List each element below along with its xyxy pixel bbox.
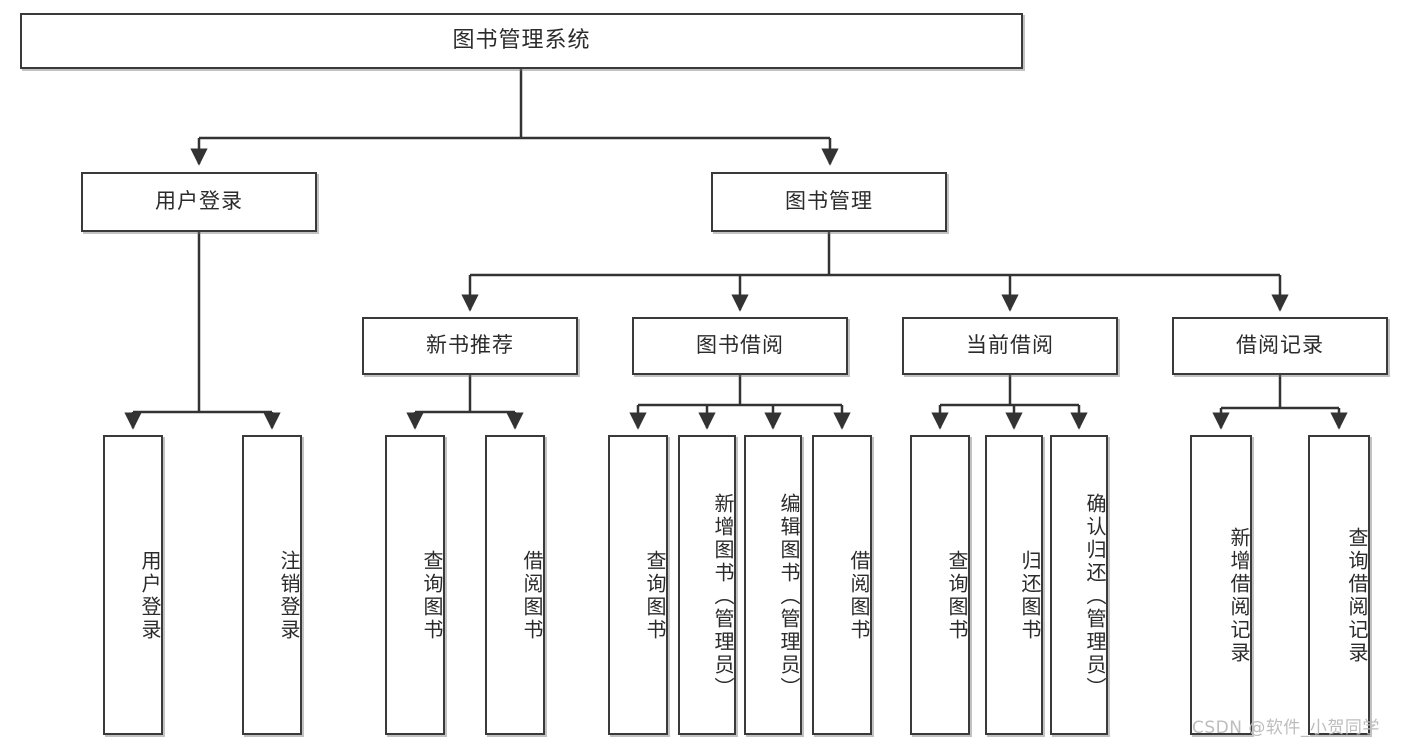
leaf-borrow-book[interactable]: 借阅图书: [812, 435, 872, 735]
node-book-borrow[interactable]: 图书借阅: [632, 317, 848, 375]
leaf-add-borrow-record[interactable]: 新增借阅记录: [1190, 435, 1252, 735]
node-label: 编辑图书（管理员）: [777, 492, 801, 700]
leaf-edit-book-admin[interactable]: 编辑图书（管理员）: [744, 435, 802, 735]
node-label: 图书管理: [785, 189, 873, 214]
leaf-query-borrow-record[interactable]: 查询借阅记录: [1308, 435, 1370, 735]
leaf-user-login[interactable]: 用户登录: [103, 435, 163, 735]
node-label: 新增图书（管理员）: [711, 492, 735, 700]
node-label: 用户登录: [138, 550, 162, 642]
node-label: 新书推荐: [426, 333, 514, 358]
node-current-borrow[interactable]: 当前借阅: [902, 317, 1118, 375]
node-label: 查询图书: [643, 550, 667, 642]
node-label: 归还图书: [1018, 550, 1042, 642]
leaf-query-book-borrow[interactable]: 查询图书: [608, 435, 668, 735]
node-label: 当前借阅: [966, 333, 1054, 358]
node-label: 查询图书: [420, 550, 444, 642]
node-book-management[interactable]: 图书管理: [711, 172, 947, 232]
leaf-confirm-return-admin[interactable]: 确认归还（管理员）: [1050, 435, 1108, 735]
node-label: 借阅图书: [520, 550, 544, 642]
leaf-query-book-recommend[interactable]: 查询图书: [385, 435, 445, 735]
node-label: 用户登录: [155, 189, 243, 214]
csdn-watermark: CSDN @软件_小贺同学: [1192, 718, 1380, 738]
node-label: 图书管理系统: [452, 27, 591, 53]
node-label: 借阅记录: [1236, 333, 1324, 358]
leaf-return-book[interactable]: 归还图书: [985, 435, 1043, 735]
node-label: 图书借阅: [696, 333, 784, 358]
node-label: 借阅图书: [847, 550, 871, 642]
node-label: 新增借阅记录: [1227, 527, 1251, 665]
node-borrow-record[interactable]: 借阅记录: [1172, 317, 1388, 375]
leaf-query-book-current[interactable]: 查询图书: [910, 435, 970, 735]
node-root-system[interactable]: 图书管理系统: [20, 13, 1023, 69]
node-new-book-recommend[interactable]: 新书推荐: [362, 317, 578, 375]
node-label: 查询借阅记录: [1345, 527, 1369, 665]
node-label: 确认归还（管理员）: [1083, 492, 1107, 700]
leaf-user-logout[interactable]: 注销登录: [242, 435, 302, 735]
node-user-login[interactable]: 用户登录: [81, 172, 317, 232]
node-label: 查询图书: [945, 550, 969, 642]
node-label: 注销登录: [277, 550, 301, 642]
leaf-add-book-admin[interactable]: 新增图书（管理员）: [678, 435, 736, 735]
leaf-borrow-book-recommend[interactable]: 借阅图书: [485, 435, 545, 735]
